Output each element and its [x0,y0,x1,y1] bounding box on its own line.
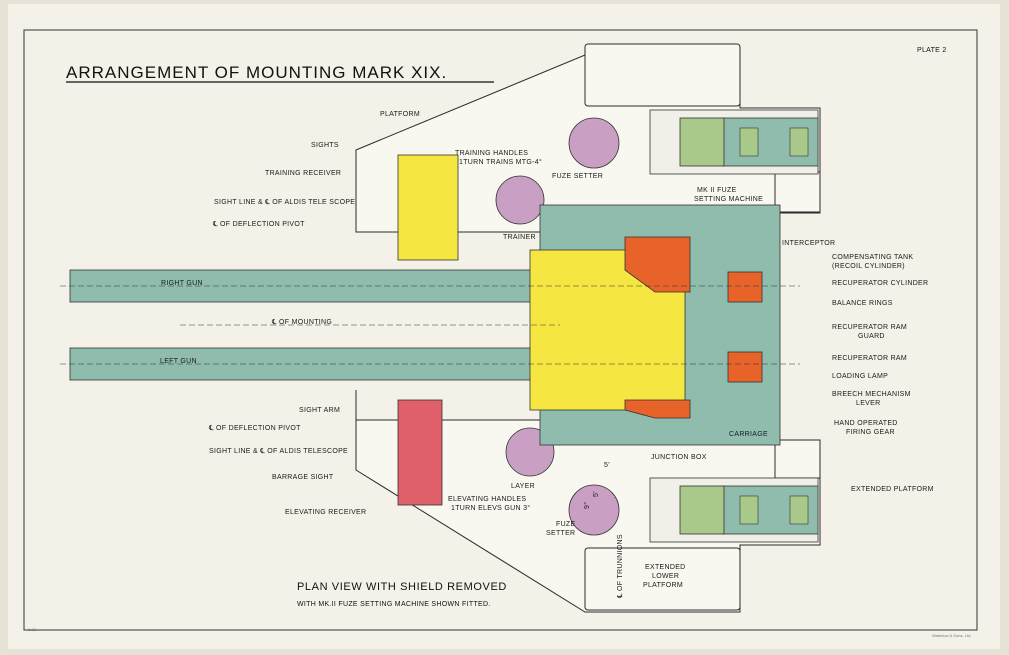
plate-number: PLATE 2 [917,47,947,54]
view-subtitle-note: WITH MK.II FUZE SETTING MACHINE SHOWN FI… [297,601,491,608]
label-deflection-pivot-lower: ℄ OF DEFLECTION PIVOT [208,425,301,432]
label-breech-lever-2: LEVER [856,400,880,407]
label-compensating-tank-1: COMPENSATING TANK [832,254,913,261]
label-loading-lamp: LOADING LAMP [832,373,888,380]
label-fuze-machine-1: MK II FUZE [697,187,737,194]
label-extended-lower-3: PLATFORM [643,582,683,589]
label-sights: SIGHTS [311,142,339,149]
label-interceptor: INTERCEPTOR [782,240,835,247]
training-receiver [397,154,459,261]
label-junction-box: JUNCTION BOX [651,454,707,461]
label-training-receiver: TRAINING RECEIVER [265,170,341,177]
label-extended-lower-2: LOWER [652,573,679,580]
label-trainer: TRAINER [503,234,536,241]
interceptor-upper [624,236,691,293]
label-dim-5-lower: 5' [593,491,600,497]
lower-right-box [774,439,821,479]
label-platform: PLATFORM [380,111,420,118]
label-left-gun: LEFT GUN [160,358,197,365]
label-elevating-handles-2: 1TURN ELEVS GUN 3° [451,504,530,512]
label-carriage: CARRIAGE [729,431,768,438]
label-dim-5-upper: 5' [604,462,610,469]
printer-mark: Waterlow & Sons, Ltd. [932,633,971,638]
label-deflection-pivot-upper: ℄ OF DEFLECTION PIVOT [212,221,305,228]
label-dim-small: 9° [583,502,591,509]
label-fuze-setter-upper: FUZE SETTER [552,173,603,180]
label-fuze-machine-2: SETTING MACHINE [694,196,763,203]
label-training-handles-1: TRAINING HANDLES [455,150,528,157]
label-mounting-centre: ℄ OF MOUNTING [271,319,332,326]
label-elevating-receiver: ELEVATING RECEIVER [285,509,366,516]
label-hand-firing-1: HAND OPERATED [834,420,898,427]
label-extended-lower-1: EXTENDED [645,564,686,571]
label-recuperator-ram: RECUPERATOR RAM [832,355,907,362]
recuperator-lower [727,351,763,383]
label-recuperator-cylinder: RECUPERATOR CYLINDER [832,280,928,287]
label-trunnions: ℄ OF TRUNNIONS [617,534,624,599]
label-training-handles-2: 1TURN TRAINS MTG-4° [459,158,542,166]
label-extended-platform: EXTENDED PLATFORM [851,486,934,493]
label-sight-line-lower: SIGHT LINE & ℄ OF ALDIS TELESCOPE [209,448,348,455]
upper-platform-box [584,43,741,107]
frame-border [23,29,978,631]
label-barrage-sight: BARRAGE SIGHT [272,474,334,481]
extended-lower-platform-box [584,547,741,611]
drawing-title: ARRANGEMENT OF MOUNTING MARK XIX. [66,63,447,82]
label-recuperator-ram-guard-1: RECUPERATOR RAM [832,324,907,331]
fuze-machine-lower [649,477,819,543]
elevating-receiver [397,399,443,506]
label-sight-line-upper: SIGHT LINE & ℄ OF ALDIS TELE SCOPE [214,199,355,206]
label-elevating-handles-1: ELEVATING HANDLES [448,496,526,503]
label-breech-lever-1: BREECH MECHANISM [832,391,911,398]
fuze-setter-upper-seat [568,117,620,169]
label-balance-rings: BALANCE RINGS [832,300,893,307]
fuze-setter-lower-seat [568,484,620,536]
upper-right-box [774,171,821,213]
interceptor-lower [624,399,691,419]
label-hand-firing-2: FIRING GEAR [846,429,895,436]
label-fuze-setter-lower-2: SETTER [546,530,575,537]
view-subtitle: PLAN VIEW WITH SHIELD REMOVED [297,581,507,593]
print-code: 1.38 [28,627,37,632]
trainer-seat [495,175,545,225]
label-recuperator-ram-guard-2: GUARD [858,333,885,340]
label-layer: LAYER [511,483,535,490]
label-compensating-tank-2: (RECOIL CYLINDER) [832,263,905,270]
label-sight-arm: SIGHT ARM [299,407,340,414]
label-right-gun: RIGHT GUN [161,280,203,287]
recuperator-upper [727,271,763,303]
label-fuze-setter-lower-1: FUZE [556,521,576,528]
fuze-machine-upper [649,109,819,175]
